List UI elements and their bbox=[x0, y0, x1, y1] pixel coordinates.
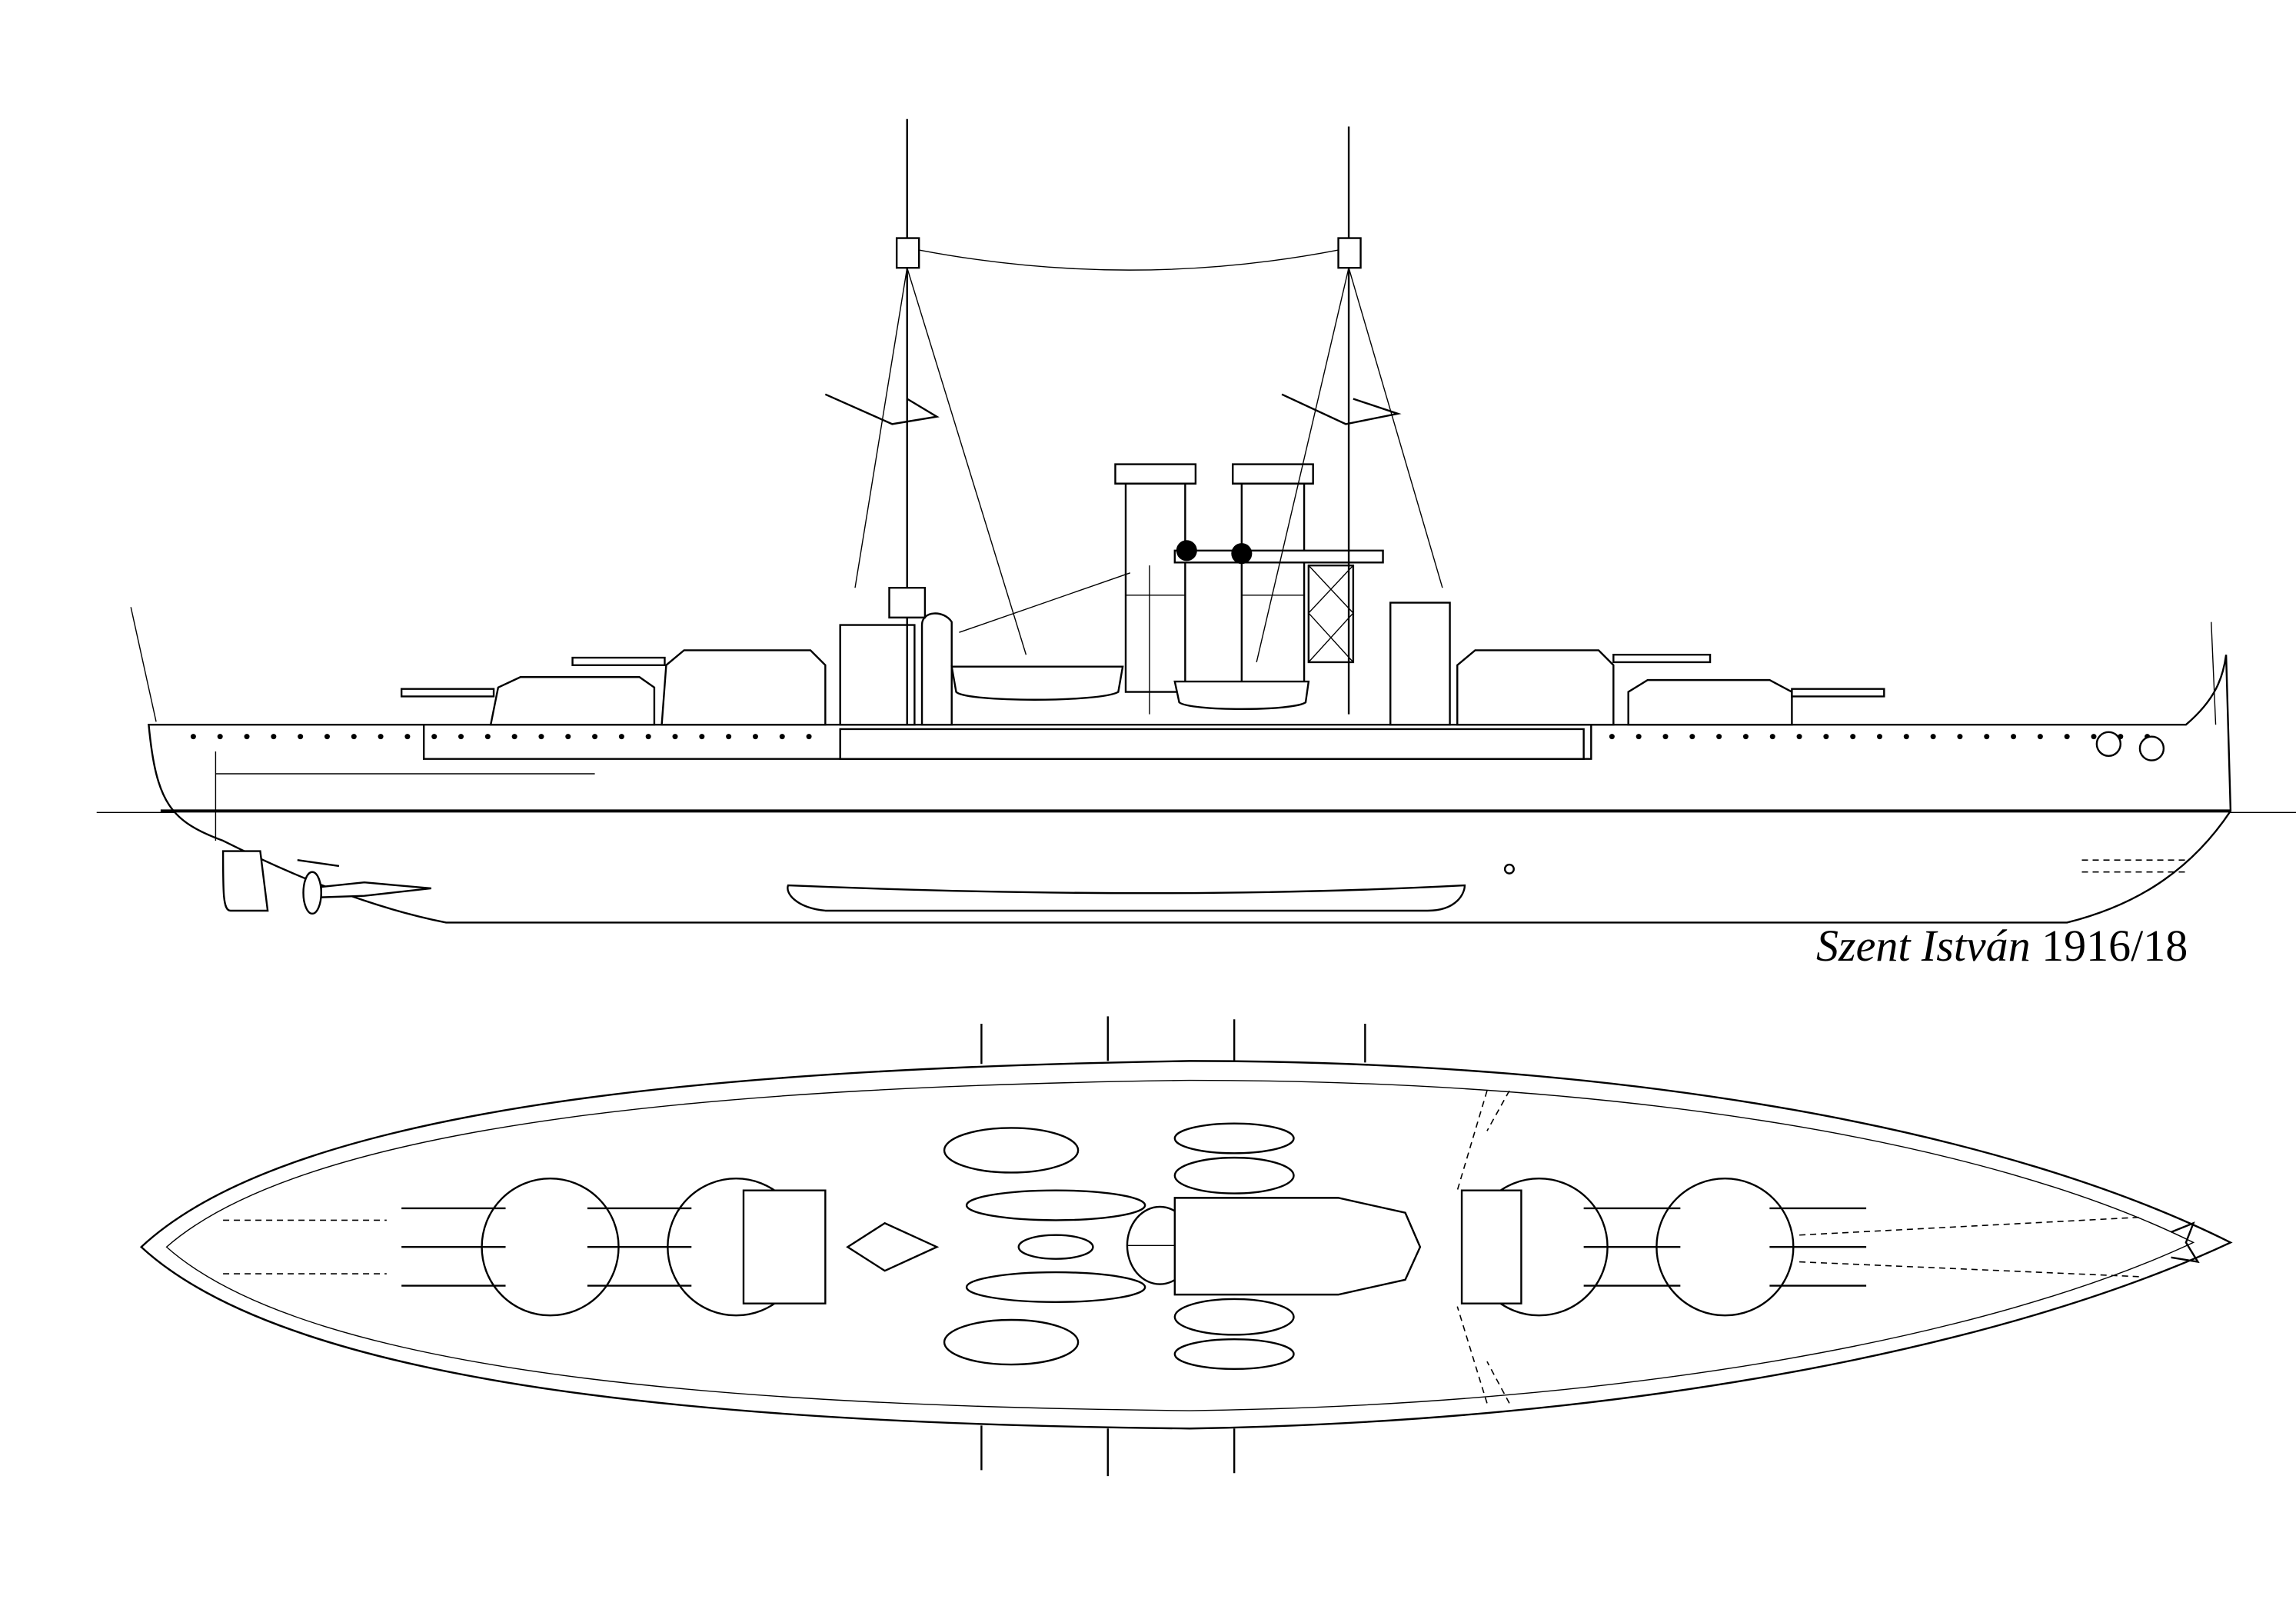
fore-conning-tower bbox=[922, 614, 952, 725]
porthole bbox=[1689, 734, 1695, 740]
aft-superstructure bbox=[1390, 603, 1449, 725]
porthole bbox=[672, 734, 678, 740]
porthole bbox=[1930, 734, 1936, 740]
porthole bbox=[324, 734, 330, 740]
searchlight-platform bbox=[1175, 551, 1383, 562]
porthole bbox=[779, 734, 785, 740]
porthole bbox=[431, 734, 438, 740]
porthole bbox=[404, 734, 411, 740]
porthole bbox=[244, 734, 250, 740]
bow-torpedo-line bbox=[2082, 860, 2186, 871]
searchlight bbox=[1231, 543, 1253, 565]
propeller bbox=[298, 860, 431, 914]
fore-mast bbox=[825, 119, 1026, 725]
porthole bbox=[1877, 734, 1882, 740]
secondary-gun-sponsons bbox=[981, 1016, 1365, 1476]
porthole bbox=[1716, 734, 1722, 740]
turret-b bbox=[573, 650, 826, 725]
hull-outline bbox=[148, 655, 2231, 922]
bulkhead-lines bbox=[223, 1091, 1509, 1403]
porthole bbox=[511, 734, 517, 740]
service-years: 1916/18 bbox=[2041, 921, 2188, 971]
wireless-aerial bbox=[919, 250, 1338, 270]
porthole bbox=[190, 734, 196, 740]
porthole bbox=[565, 734, 571, 740]
hull-scuttle bbox=[1505, 865, 1514, 874]
porthole bbox=[1742, 734, 1749, 740]
bow-anchors bbox=[2097, 732, 2164, 761]
porthole bbox=[271, 734, 277, 740]
porthole bbox=[726, 734, 732, 740]
funnel-fore bbox=[1115, 465, 1195, 692]
boat-crane bbox=[959, 573, 1130, 632]
porthole bbox=[484, 734, 491, 740]
porthole bbox=[752, 734, 758, 740]
side-profile bbox=[97, 119, 2296, 923]
porthole bbox=[699, 734, 705, 740]
porthole bbox=[1769, 734, 1775, 740]
fore-bridge bbox=[840, 625, 915, 725]
aft-mast bbox=[1256, 126, 1442, 714]
bow-jack bbox=[2171, 1223, 2198, 1261]
boat-aft bbox=[1175, 681, 1309, 709]
lattice-tower bbox=[1309, 565, 1353, 662]
searchlight bbox=[1176, 540, 1197, 561]
porthole bbox=[217, 734, 223, 740]
porthole bbox=[1903, 734, 1909, 740]
porthole bbox=[1957, 734, 1963, 740]
porthole bbox=[458, 734, 464, 740]
porthole bbox=[1850, 734, 1856, 740]
porthole bbox=[2037, 734, 2043, 740]
porthole-row bbox=[190, 734, 2151, 740]
plan-view bbox=[141, 1016, 2231, 1476]
fore-bridge-plan bbox=[847, 1223, 937, 1271]
porthole bbox=[378, 734, 384, 740]
porthole bbox=[351, 734, 357, 740]
porthole bbox=[538, 734, 544, 740]
porthole bbox=[2064, 734, 2070, 740]
turret-d bbox=[1629, 680, 1885, 725]
porthole bbox=[618, 734, 624, 740]
porthole bbox=[1823, 734, 1829, 740]
turret-a bbox=[401, 677, 654, 725]
citadel bbox=[840, 729, 1584, 759]
porthole bbox=[2011, 734, 2017, 740]
bilge-keel bbox=[787, 885, 1465, 911]
aft-superstructure-plan bbox=[1175, 1198, 1420, 1294]
porthole bbox=[1984, 734, 1990, 740]
porthole bbox=[2091, 734, 2097, 740]
porthole bbox=[592, 734, 598, 740]
porthole bbox=[1662, 734, 1669, 740]
porthole bbox=[298, 734, 304, 740]
stern-flagstaff bbox=[131, 607, 156, 721]
bow-jackstaff bbox=[2211, 622, 2216, 725]
funnel-aft bbox=[1233, 465, 1313, 692]
rudder bbox=[223, 851, 268, 911]
drawing-caption: Szent István 1916/18 bbox=[1816, 920, 2188, 971]
turret-c bbox=[1457, 650, 1710, 725]
boats-plan bbox=[944, 1124, 1293, 1369]
boat-fore bbox=[952, 667, 1123, 700]
deck-inner-line bbox=[167, 1081, 2194, 1411]
porthole bbox=[806, 734, 812, 740]
porthole bbox=[1609, 734, 1615, 740]
ship-name: Szent István bbox=[1816, 921, 2031, 971]
porthole bbox=[645, 734, 651, 740]
porthole bbox=[1796, 734, 1802, 740]
porthole bbox=[1635, 734, 1642, 740]
cable-line bbox=[1799, 1218, 2141, 1277]
main-turrets-plan bbox=[401, 1178, 1866, 1315]
